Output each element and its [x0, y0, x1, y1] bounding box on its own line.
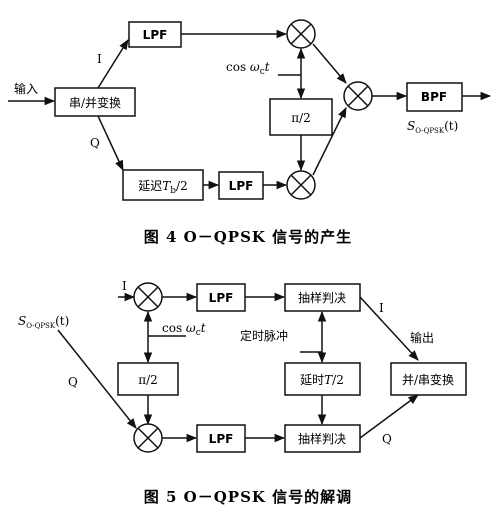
- fig5-mixer-bottom: [133, 423, 163, 453]
- fig4-input-label: 输入: [14, 81, 38, 96]
- fig5-diagram: [57, 282, 467, 453]
- fig4-diagram: [8, 19, 492, 201]
- fig4-carrier-label: cos ωct: [226, 60, 270, 77]
- fig5-delay-label: 延时T/2: [300, 373, 344, 387]
- fig4-summer: [343, 81, 373, 111]
- fig4-caption: 图 4 O－QPSK 信号的产生: [144, 228, 352, 246]
- fig5-sd-bottom-label: 抽样判决: [298, 431, 346, 446]
- fig4-i-label: I: [97, 52, 102, 66]
- fig4-phase-label: π/2: [291, 111, 311, 125]
- fig5-out-q-label: Q: [382, 432, 392, 446]
- fig5-lpf-top-label: LPF: [209, 291, 234, 305]
- fig4-lpf-bottom-label: LPF: [229, 179, 254, 193]
- fig4-bpf-label: BPF: [421, 90, 447, 104]
- fig5-q-label: Q: [68, 375, 78, 389]
- fig4-mixer-bottom: [286, 170, 316, 200]
- fig5-lpf-bottom-label: LPF: [209, 432, 234, 446]
- fig5-output-label: 输出: [410, 330, 434, 345]
- fig4-sp-label: 串/并变换: [69, 95, 121, 110]
- fig4-sp-box: [54, 87, 136, 117]
- fig5-ps-box: [390, 362, 467, 396]
- fig5-mixer-top: [133, 282, 163, 312]
- fig5-sd-top-label: 抽样判决: [298, 290, 346, 305]
- fig4-lpf-top-label: LPF: [143, 28, 168, 42]
- fig5-timing-label: 定时脉冲: [240, 328, 288, 343]
- fig4-mixer-top: [286, 19, 316, 49]
- fig5-ps-label: 并/串变换: [402, 372, 454, 387]
- fig5-phase-label: π/2: [138, 373, 158, 387]
- fig4-bpf-box: [406, 82, 463, 112]
- fig4-delay-label: 延迟Tb/2: [138, 179, 187, 196]
- fig5-caption: 图 5 O－QPSK 信号的解调: [144, 488, 352, 506]
- fig4-q-label: Q: [90, 136, 100, 150]
- fig5-carrier-label: cos ωct: [162, 321, 206, 338]
- fig5-out-i-label: I: [379, 301, 384, 315]
- fig5-input-label: SO-QPSK(t): [18, 314, 69, 330]
- fig5-i-label: I: [122, 279, 127, 293]
- fig4-output-label: SO-QPSK(t): [407, 119, 458, 135]
